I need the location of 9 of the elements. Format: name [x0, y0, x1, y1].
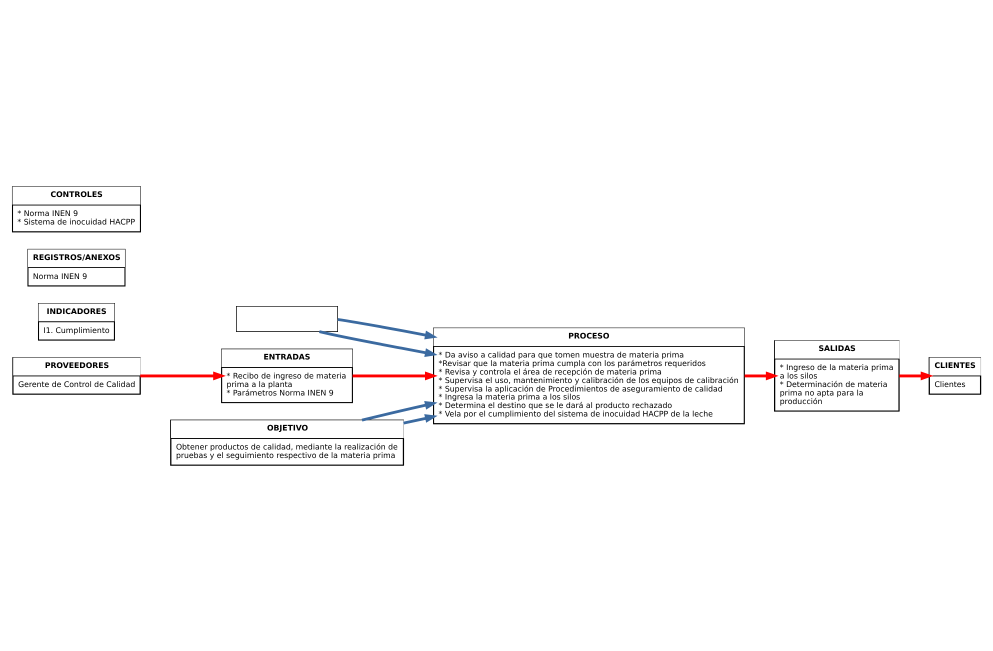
arrow: [338, 318, 438, 339]
arrow: [744, 370, 779, 380]
arrow: [899, 370, 934, 380]
arrow: [140, 370, 226, 380]
arrow: [403, 414, 438, 424]
arrow: [362, 400, 438, 422]
arrow: [319, 330, 438, 356]
node-box: [236, 305, 338, 332]
arrow: [352, 370, 438, 380]
